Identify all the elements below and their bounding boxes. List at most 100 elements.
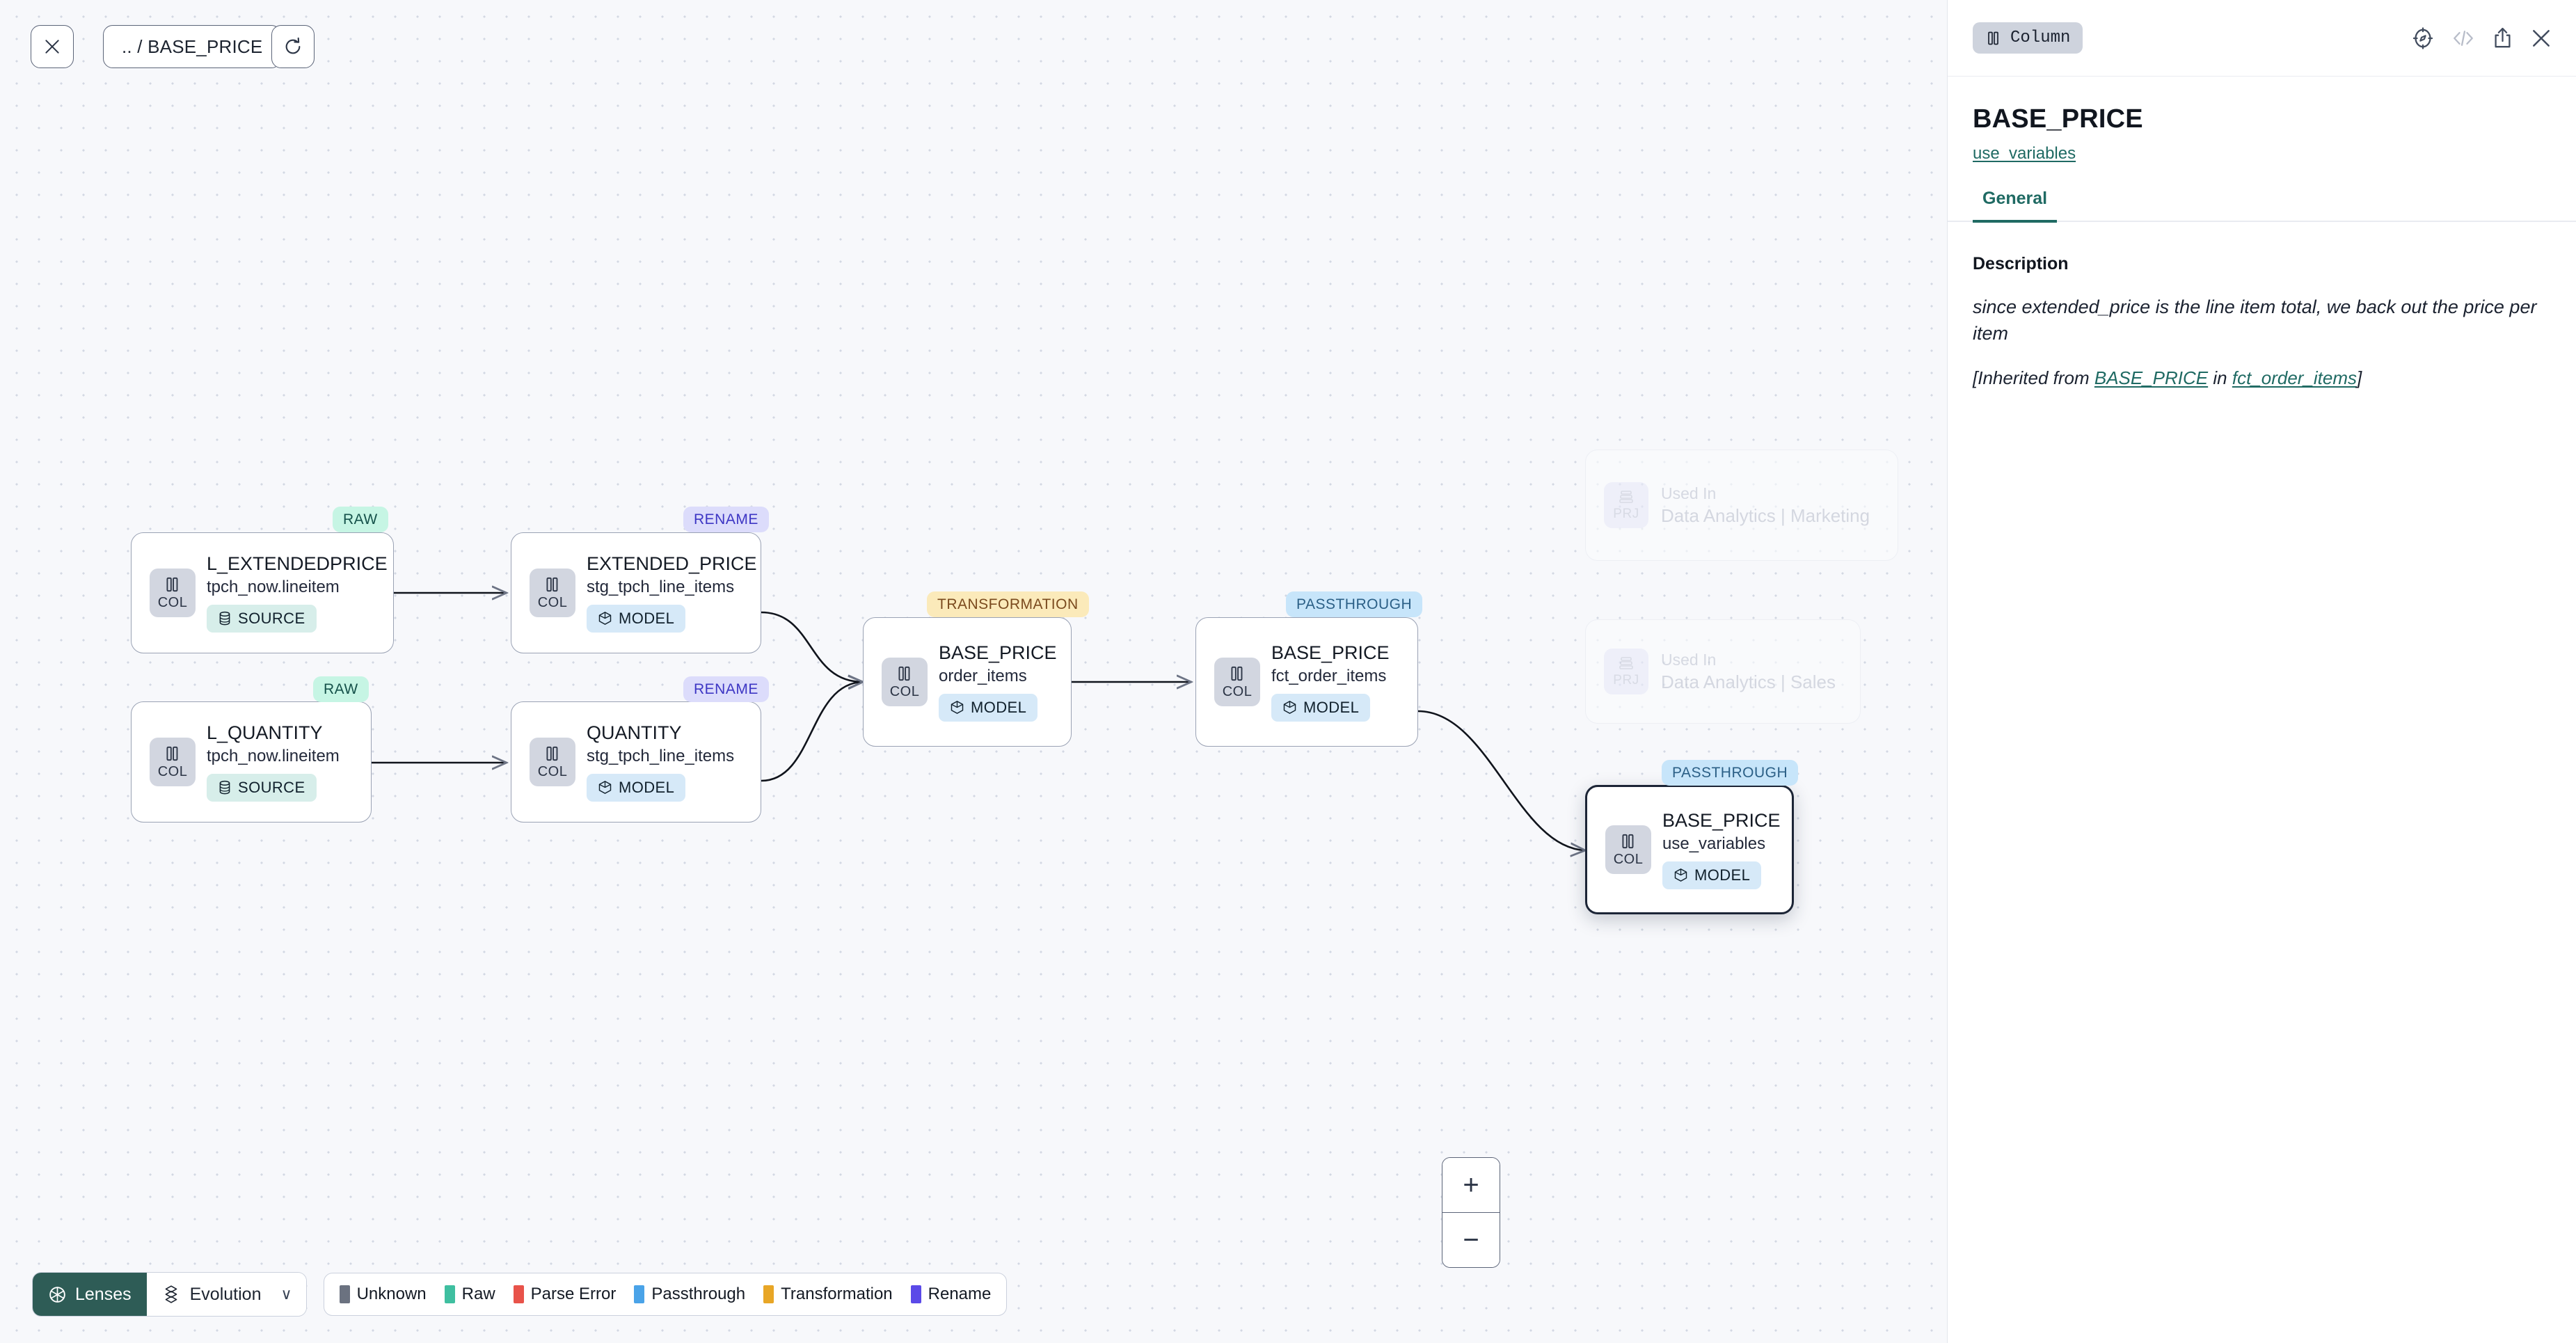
evolution-dropdown[interactable]: Evolution ∨ (146, 1273, 306, 1316)
close-panel-button[interactable] (2530, 27, 2552, 49)
column-icon (898, 666, 910, 681)
legend-item-unknown: Unknown (339, 1285, 427, 1304)
node-subtitle: tpch_now.lineitem (207, 577, 340, 596)
used-in-title: Data Analytics | Sales (1661, 671, 1836, 692)
column-chip: COL (150, 738, 196, 786)
cube-icon (1283, 701, 1296, 715)
zoom-in-button[interactable]: + (1442, 1158, 1500, 1213)
legend-swatch (763, 1285, 774, 1303)
tab-general[interactable]: General (1973, 189, 2058, 223)
inherited-prefix: [Inherited from (1973, 367, 2094, 388)
lineage-canvas[interactable]: .. / BASE_PRICE PRJ Used In Data Analyti… (0, 0, 1947, 1343)
share-icon (2495, 27, 2511, 48)
lineage-node-l-quantity[interactable]: COL L_QUANTITY tpch_now.lineitem SOURCE (131, 701, 372, 823)
column-chip: COL (150, 569, 196, 617)
column-chip-label: COL (157, 763, 188, 779)
cube-icon (1674, 868, 1687, 882)
column-chip-label: COL (157, 594, 188, 610)
materialization-badge: MODEL (1271, 693, 1371, 722)
materialization-badge: MODEL (587, 773, 686, 802)
lens-badge-label: RAW (324, 681, 358, 697)
view-code-button[interactable] (2451, 28, 2475, 49)
lineage-node-l-extendedprice[interactable]: COL L_EXTENDEDPRICE tpch_now.lineitem SO… (131, 532, 394, 653)
lens-badge-rename: RENAME (683, 507, 769, 532)
lenses-button[interactable]: Lenses (33, 1273, 147, 1316)
node-subtitle: stg_tpch_line_items (587, 577, 735, 596)
close-lineage-button[interactable] (31, 25, 74, 68)
legend-swatch (910, 1285, 921, 1303)
project-icon (1619, 657, 1633, 669)
canvas-bottom-bar: Lenses Evolution ∨ Unknown (32, 1272, 1008, 1317)
refresh-icon (285, 37, 301, 54)
legend-swatch (513, 1285, 524, 1303)
lens-badge-label: RENAME (694, 681, 758, 697)
used-in-title: Data Analytics | Marketing (1661, 504, 1870, 526)
explore-compass-button[interactable] (2411, 26, 2435, 50)
lens-badge-label: PASSTHROUGH (1672, 765, 1788, 781)
column-chip: COL (1214, 658, 1260, 706)
used-in-node-marketing[interactable]: PRJ Used In Data Analytics | Marketing (1585, 450, 1898, 561)
breadcrumb-button[interactable]: .. / BASE_PRICE (103, 25, 282, 68)
lens-badge-passthrough: PASSTHROUGH (1662, 760, 1799, 786)
panel-model-link[interactable]: use_variables (1973, 144, 2076, 163)
database-icon (219, 780, 230, 795)
node-subtitle: use_variables (1662, 834, 1766, 853)
lineage-node-base-price-use-variables[interactable]: COL BASE_PRICE use_variables MODEL (1585, 785, 1794, 914)
cube-icon (598, 612, 612, 626)
legend-label: Rename (928, 1285, 992, 1303)
lineage-node-extended-price[interactable]: COL EXTENDED_PRICE stg_tpch_line_items M… (511, 532, 761, 653)
node-title: BASE_PRICE (939, 642, 1057, 664)
materialization-label: MODEL (1303, 698, 1360, 716)
used-in-kicker: Used In (1661, 650, 1717, 669)
zoom-out-button[interactable]: − (1442, 1213, 1500, 1267)
inherited-middle: in (2208, 367, 2232, 388)
refresh-button[interactable] (271, 25, 315, 68)
legend-label: Passthrough (651, 1285, 746, 1303)
inherited-suffix: ] (2357, 367, 2362, 388)
share-button[interactable] (2492, 26, 2513, 49)
panel-title: BASE_PRICE (1973, 104, 2143, 134)
column-chip-label: COL (537, 594, 568, 610)
legend-swatch (444, 1285, 455, 1303)
inherited-column-link[interactable]: BASE_PRICE (2094, 367, 2209, 388)
inherited-model-link[interactable]: fct_order_items (2232, 367, 2358, 388)
column-icon (166, 746, 178, 761)
node-subtitle: tpch_now.lineitem (207, 746, 340, 765)
lineage-node-quantity[interactable]: COL QUANTITY stg_tpch_line_items MODEL (511, 701, 761, 823)
cube-icon (951, 701, 964, 715)
zoom-controls[interactable]: + − (1442, 1157, 1500, 1268)
description-text: since extended_price is the line item to… (1973, 296, 2537, 344)
aperture-icon (49, 1286, 65, 1303)
node-subtitle: order_items (939, 666, 1027, 685)
lineage-node-base-price-order-items[interactable]: COL BASE_PRICE order_items MODEL (863, 617, 1072, 747)
entity-type-label: Column (2010, 29, 2071, 47)
project-chip: PRJ (1604, 649, 1648, 694)
used-in-node-sales[interactable]: PRJ Used In Data Analytics | Sales (1585, 619, 1861, 724)
panel-header-actions (2411, 26, 2552, 50)
zoom-out-label: − (1463, 1224, 1479, 1255)
code-icon (2454, 30, 2473, 46)
column-icon (546, 577, 558, 591)
column-icon (1988, 31, 1998, 45)
zoom-in-label: + (1463, 1169, 1479, 1200)
description-inherited: [Inherited from BASE_PRICE in fct_order_… (1973, 365, 2551, 390)
node-title: L_EXTENDEDPRICE (207, 553, 388, 575)
column-chip: COL (530, 738, 575, 786)
column-icon (1622, 834, 1634, 848)
breadcrumb-label: .. / BASE_PRICE (122, 35, 263, 57)
legend-label: Raw (461, 1285, 495, 1303)
lens-badge-passthrough: PASSTHROUGH (1286, 591, 1423, 617)
node-title: BASE_PRICE (1271, 642, 1390, 664)
lineage-node-base-price-fct-order-items[interactable]: COL BASE_PRICE fct_order_items MODEL (1195, 617, 1418, 747)
lens-badge-rename: RENAME (683, 676, 769, 702)
project-chip: PRJ (1604, 482, 1648, 528)
legend-item-rename: Rename (910, 1285, 992, 1304)
lens-selector-group[interactable]: Lenses Evolution ∨ (32, 1272, 307, 1317)
legend-label: Parse Error (530, 1285, 617, 1303)
column-chip-label: COL (889, 683, 920, 699)
legend-item-raw: Raw (444, 1285, 495, 1304)
detail-panel: Column (1947, 0, 2576, 1343)
materialization-label: SOURCE (238, 778, 305, 796)
materialization-badge: MODEL (587, 604, 686, 633)
node-title: QUANTITY (587, 722, 682, 744)
